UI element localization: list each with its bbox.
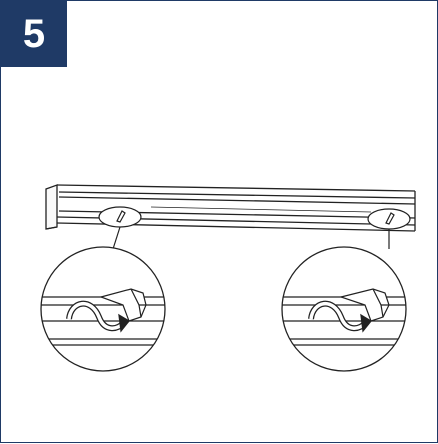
rail-clip-markers [98, 206, 411, 230]
left-clip-detail [40, 246, 166, 372]
step-number-badge: 5 [1, 1, 67, 67]
callout-leaders [112, 226, 390, 250]
rail-profile [45, 184, 416, 232]
left-curved-arrow-icon [66, 300, 130, 333]
right-curved-arrow-icon [308, 300, 372, 333]
right-clip-detail [281, 246, 407, 372]
